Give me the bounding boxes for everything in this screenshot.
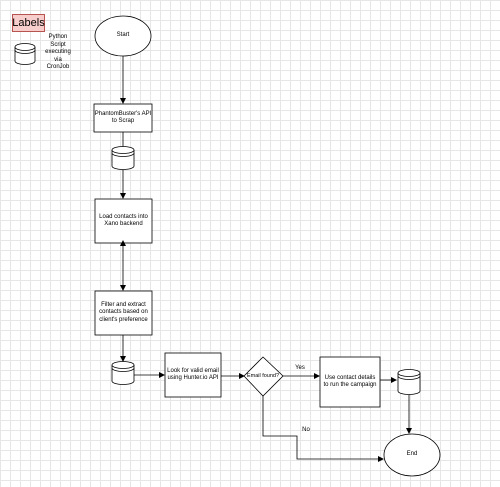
- campaign-label: Use contact details to run the campaign: [323, 374, 377, 389]
- phantombuster-label: PhantomBuster's API to Scrap: [94, 110, 152, 125]
- phantombuster-node[interactable]: [93, 103, 153, 133]
- end-label: End: [406, 451, 418, 458]
- campaign-node[interactable]: [319, 356, 381, 408]
- database-node-3[interactable]: [397, 369, 421, 395]
- legend-db-description: Python Script executing via CronJob: [45, 34, 71, 71]
- hunter-lookup-label: Look for valid email using Hunter.io API: [167, 367, 219, 382]
- no-label: No: [302, 427, 310, 434]
- hunter-lookup-node[interactable]: [164, 352, 222, 398]
- start-label: Start: [116, 32, 130, 39]
- legend-database-icon[interactable]: [14, 43, 36, 65]
- load-contacts-label: Load contacts into Xano backend: [99, 213, 148, 228]
- filter-extract-label: Filter and extract contacts based on cli…: [99, 301, 148, 323]
- filter-extract-node[interactable]: [94, 290, 153, 336]
- email-found-label: Email found?: [246, 372, 280, 379]
- database-node-1[interactable]: [111, 146, 135, 170]
- load-contacts-node[interactable]: [94, 198, 153, 244]
- legend-title: Labels: [12, 14, 45, 32]
- database-node-2[interactable]: [111, 361, 135, 385]
- end-node[interactable]: [383, 433, 441, 477]
- yes-label: Yes: [295, 365, 305, 372]
- edge-no-to-end[interactable]: [262, 396, 384, 462]
